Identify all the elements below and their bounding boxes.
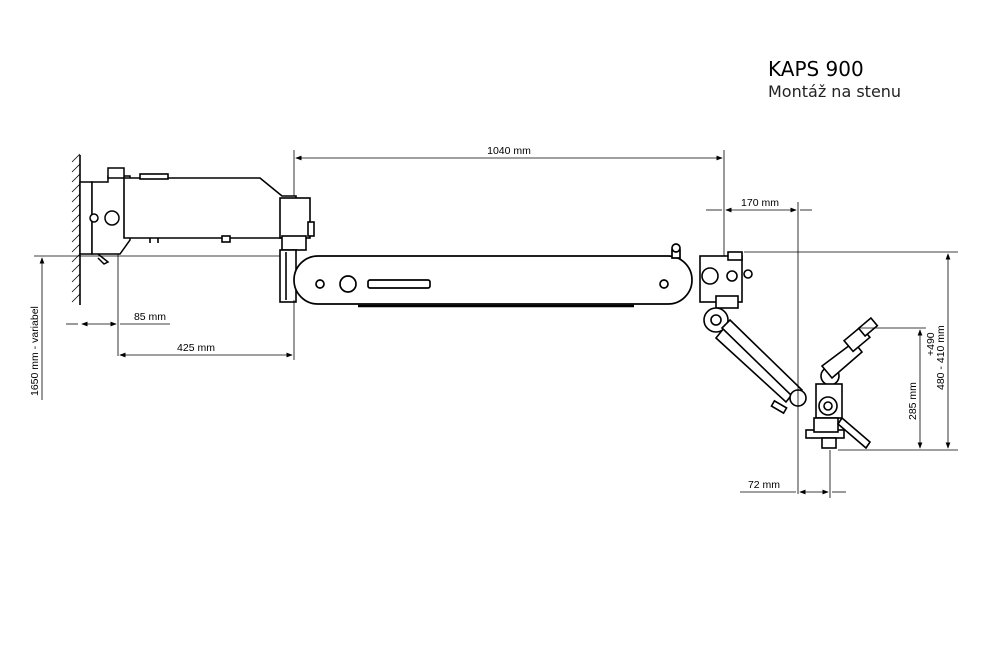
drawing-subtitle: Montáž na stenu (768, 82, 902, 101)
dim-425: 425 mm (119, 300, 295, 360)
label-1040: 1040 mm (487, 145, 531, 157)
wall (71, 153, 81, 305)
label-285: 285 mm (907, 382, 919, 420)
upper-arm-housing (123, 173, 315, 243)
label-plus-490: +490 (925, 332, 937, 356)
wall-bracket (79, 167, 131, 265)
label-1650: 1650 mm - variabel (29, 306, 41, 396)
label-85: 85 mm (134, 311, 166, 323)
dim-72: 72 mm (740, 450, 846, 498)
dim-right-heights: 285 mm 480 - 410 mm +490 (744, 251, 958, 451)
label-72: 72 mm (748, 479, 780, 491)
label-425: 425 mm (177, 342, 215, 354)
dim-170: 170 mm (706, 197, 812, 494)
label-480-410: 480 - 410 mm (935, 325, 947, 390)
pivot-post (279, 235, 307, 303)
label-170: 170 mm (741, 197, 779, 209)
dim-85: 85 mm (66, 254, 170, 356)
diagonal-linkage (703, 307, 807, 415)
dim-1040: 1040 mm (293, 145, 725, 256)
arm-end-joint (699, 251, 753, 309)
main-arm (293, 243, 693, 308)
dim-1650: 1650 mm - variabel (29, 255, 280, 400)
microscope-head (805, 316, 879, 450)
drawing-title: KAPS 900 (768, 57, 864, 81)
